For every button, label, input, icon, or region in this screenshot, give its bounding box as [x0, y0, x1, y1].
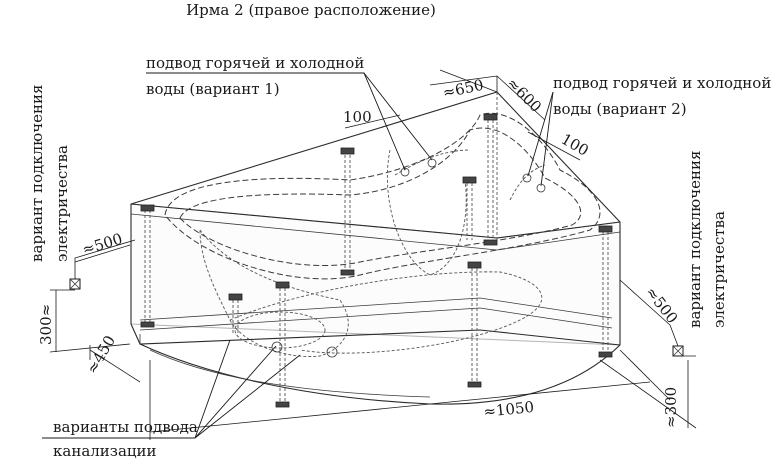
drain-label: варианты подвода [53, 418, 198, 436]
leg [598, 225, 613, 358]
dim-300-left: 300≈ [37, 304, 55, 345]
leader-lines [42, 72, 554, 439]
dim-500-left: ≈500 [80, 230, 125, 259]
electric-right-label-2: электричества [710, 211, 728, 328]
water-supply-v1-label-2: воды (вариант 1) [146, 80, 280, 98]
tub-legs [140, 113, 613, 408]
dim-600: ≈600 [503, 74, 545, 116]
dimension-lines [49, 69, 697, 440]
electric-socket-right [672, 345, 684, 357]
diagram-title: Ирма 2 (правое расположение) [186, 1, 436, 19]
electric-right-label: вариант подключения [686, 151, 704, 328]
dim-450: ≈450 [83, 332, 119, 377]
electric-left-label-2: электричества [53, 145, 71, 262]
dim-100-left: 100 [343, 108, 372, 126]
drain-label-2: канализации [53, 442, 157, 460]
leg [275, 281, 290, 408]
leg [462, 176, 477, 240]
tub-frame [130, 91, 621, 405]
dim-1050: ≈1050 [483, 398, 535, 421]
electric-left-label: вариант подключения [28, 85, 46, 262]
water-supply-v1-label: подвод горячей и холодной [146, 54, 364, 72]
leg [340, 147, 355, 276]
leg [140, 204, 155, 328]
leg [467, 261, 482, 388]
water-supply-v2-label: подвод горячей и холодной [553, 74, 771, 92]
dim-300-right: ≈300 [662, 387, 680, 428]
tub-basin [164, 112, 601, 358]
leg [228, 293, 243, 335]
leg [483, 113, 498, 246]
dim-100-right: 100 [558, 130, 592, 160]
water-supply-v2-label-2: воды (вариант 2) [553, 100, 687, 118]
electric-socket-left [69, 278, 81, 290]
